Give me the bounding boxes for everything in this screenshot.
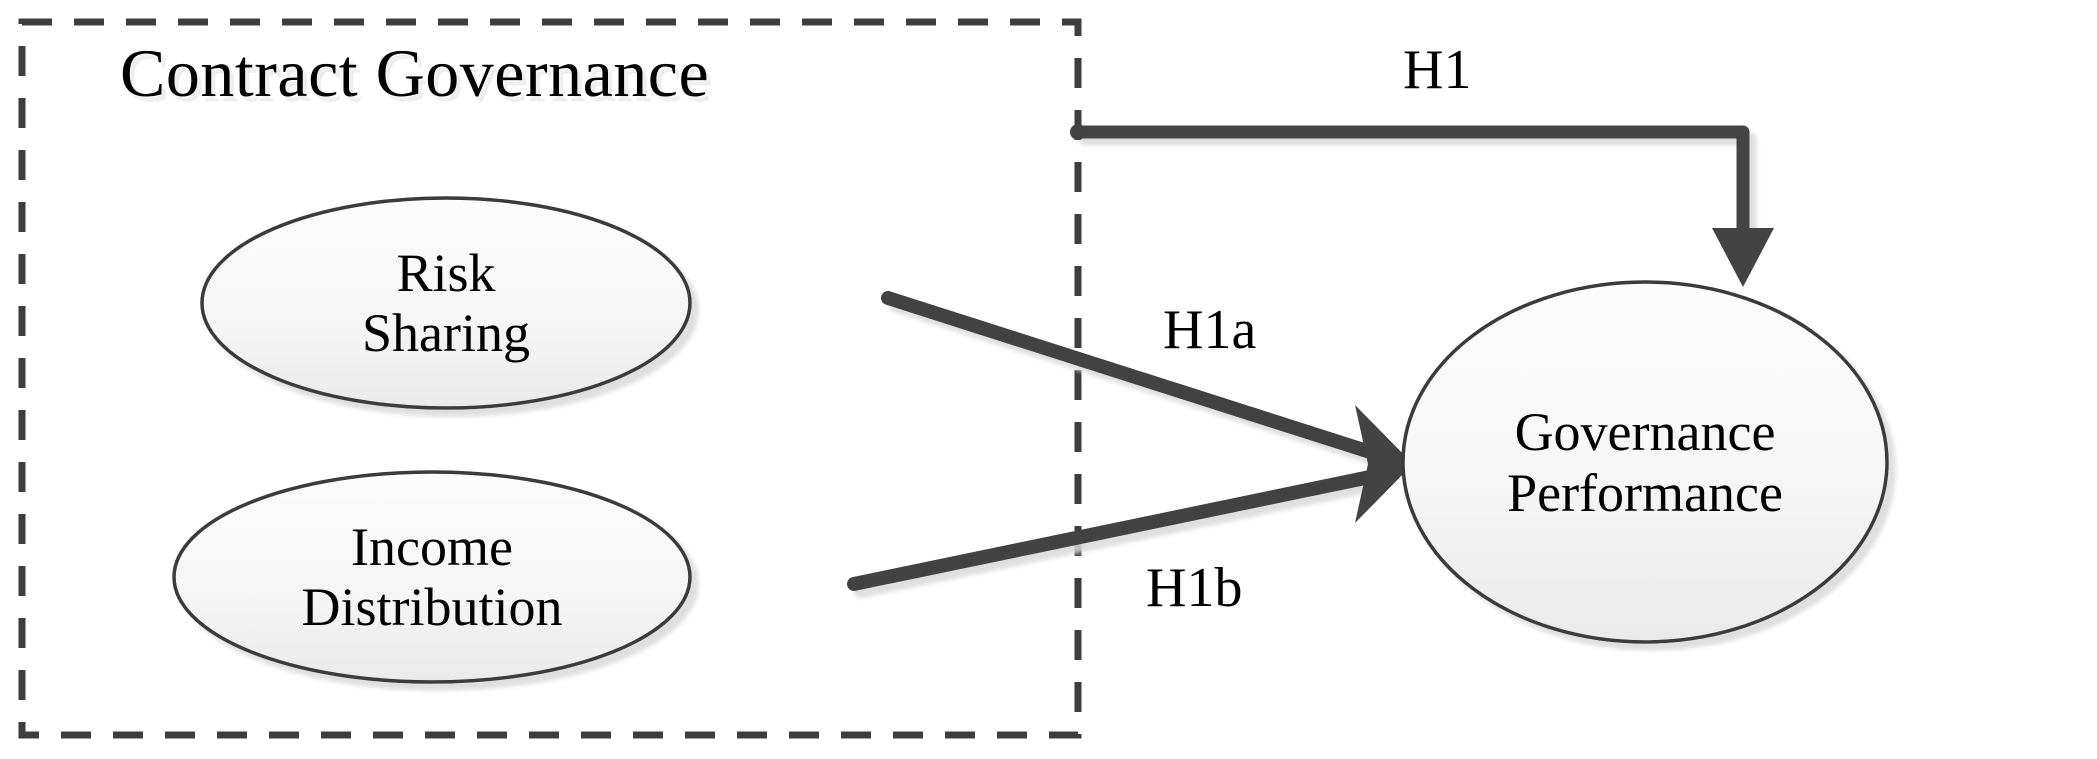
- construct-boundary-box: [18, 18, 1082, 739]
- node-risk-sharing: [200, 196, 692, 410]
- edge-h1a: [881, 291, 1377, 459]
- node-income-distribution: [172, 470, 692, 684]
- node-governance-performance: [1401, 280, 1889, 644]
- arrowhead-h1a-h1b: [1355, 405, 1413, 523]
- construct-boundary-title: Contract Governance: [120, 35, 710, 111]
- edge-h1: [1070, 124, 1774, 287]
- arrowhead-h1: [1712, 228, 1774, 287]
- edge-h1b: [847, 470, 1377, 591]
